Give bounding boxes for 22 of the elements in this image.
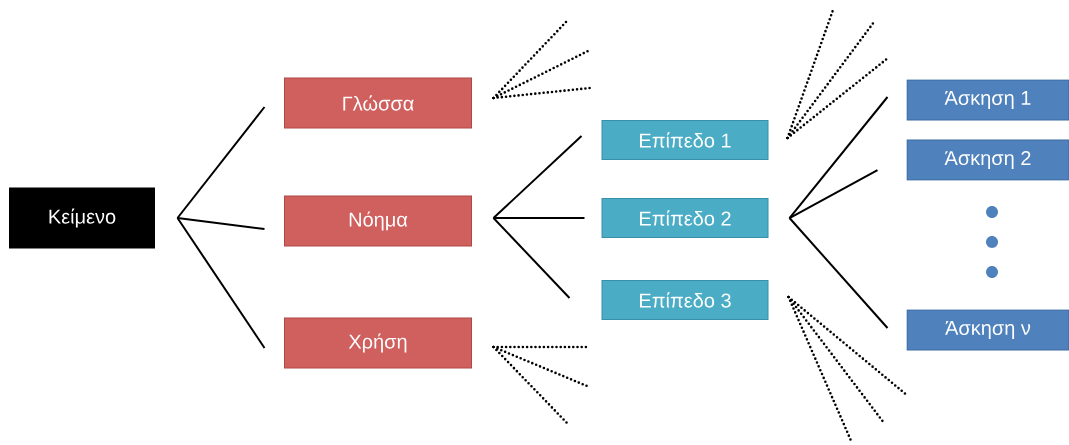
text-box: Κείμενο (9, 187, 155, 249)
text-box: Επίπεδο 3 (601, 280, 769, 320)
text-box: Άσκηση 2 (906, 139, 1069, 181)
text-box: Άσκηση 1 (906, 79, 1069, 121)
connector-line (788, 217, 889, 329)
text-box: Άσκηση ν (906, 309, 1069, 351)
connector-line (176, 106, 266, 219)
connector-line (492, 217, 571, 299)
connector-line (788, 169, 879, 219)
connector-line (492, 135, 583, 219)
text-box: Χρήση (284, 317, 472, 369)
connector-line (788, 96, 889, 219)
text-box: Επίπεδο 2 (601, 198, 769, 238)
dotted-line (492, 86, 592, 100)
text-box: Γλώσσα (284, 77, 472, 129)
connector-line (492, 217, 586, 219)
text-box: Επίπεδο 1 (601, 120, 769, 160)
dotted-line (786, 56, 890, 140)
connector-line (176, 217, 266, 349)
text-box: Νόημα (284, 195, 472, 247)
dotted-line (492, 345, 569, 425)
connector-line (176, 217, 266, 230)
